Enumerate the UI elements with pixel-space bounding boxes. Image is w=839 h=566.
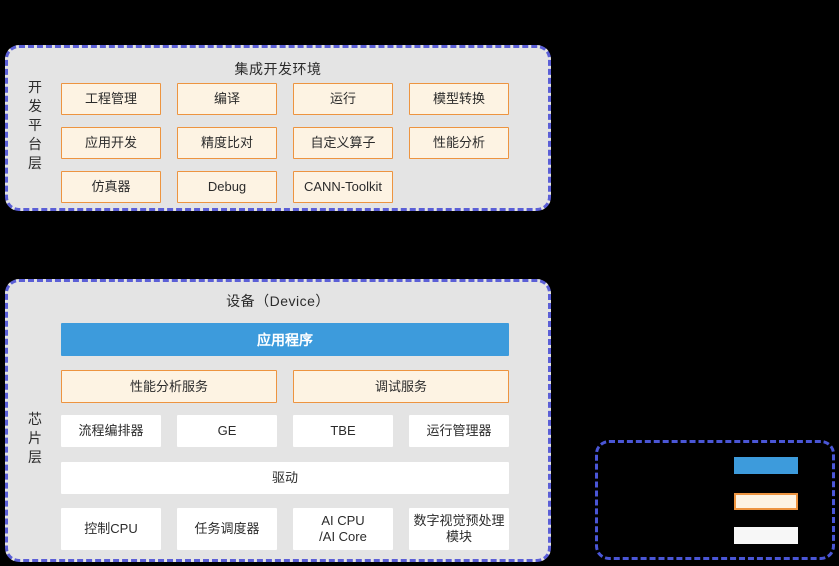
dev-box-simulator[interactable]: 仿真器 <box>61 171 161 203</box>
dev-box-cann-toolkit[interactable]: CANN-Toolkit <box>293 171 393 203</box>
dev-platform-title: 集成开发环境 <box>234 61 322 77</box>
dev-box-project-management[interactable]: 工程管理 <box>61 83 161 115</box>
legend-swatch-orange <box>734 493 798 510</box>
dev-box-compile[interactable]: 编译 <box>177 83 277 115</box>
chip-layer-layer-label: 芯片层 <box>28 411 42 465</box>
legend-item-white <box>606 527 798 544</box>
chip-box-ge[interactable]: GE <box>177 415 277 447</box>
chip-box-dvpp-module[interactable]: 数字视觉预处理 模块 <box>409 508 509 550</box>
chip-box-ai-cpu-core[interactable]: AI CPU /AI Core <box>293 508 393 550</box>
legend-item-blue <box>606 457 798 474</box>
chip-box-dvpp-module-line2: 模块 <box>445 529 472 544</box>
dev-platform-layer-label: 开发平台层 <box>28 79 42 171</box>
legend-swatch-white <box>734 527 798 544</box>
chip-box-driver[interactable]: 驱动 <box>61 462 509 494</box>
chip-layer-panel: 设备（Device） 芯片层 应用程序 性能分析服务 调试服务 流程编排器 GE… <box>5 279 551 562</box>
chip-layer-title: 设备（Device） <box>226 293 330 309</box>
chip-box-debug-service[interactable]: 调试服务 <box>293 370 509 403</box>
dev-box-app-development[interactable]: 应用开发 <box>61 127 161 159</box>
chip-box-ai-cpu-core-line1: AI CPU <box>321 513 365 528</box>
chip-box-performance-analysis-service[interactable]: 性能分析服务 <box>61 370 277 403</box>
chip-box-control-cpu[interactable]: 控制CPU <box>61 508 161 550</box>
dev-box-debug[interactable]: Debug <box>177 171 277 203</box>
dev-box-precision-comparison[interactable]: 精度比对 <box>177 127 277 159</box>
chip-box-ai-cpu-core-line2: /AI Core <box>319 529 367 544</box>
legend-panel <box>595 440 835 560</box>
chip-box-flow-orchestrator[interactable]: 流程编排器 <box>61 415 161 447</box>
legend-swatch-blue <box>734 457 798 474</box>
dev-box-performance-analysis[interactable]: 性能分析 <box>409 127 509 159</box>
dev-box-custom-operator[interactable]: 自定义算子 <box>293 127 393 159</box>
chip-box-task-scheduler[interactable]: 任务调度器 <box>177 508 277 550</box>
legend-item-orange <box>606 493 798 510</box>
chip-box-tbe[interactable]: TBE <box>293 415 393 447</box>
dev-platform-panel: 集成开发环境 开发平台层 工程管理 编译 运行 模型转换 应用开发 精度比对 自… <box>5 45 551 211</box>
chip-box-dvpp-module-line1: 数字视觉预处理 <box>413 513 505 528</box>
chip-box-application[interactable]: 应用程序 <box>61 323 509 356</box>
dev-box-run[interactable]: 运行 <box>293 83 393 115</box>
dev-box-model-conversion[interactable]: 模型转换 <box>409 83 509 115</box>
chip-box-runtime-manager[interactable]: 运行管理器 <box>409 415 509 447</box>
